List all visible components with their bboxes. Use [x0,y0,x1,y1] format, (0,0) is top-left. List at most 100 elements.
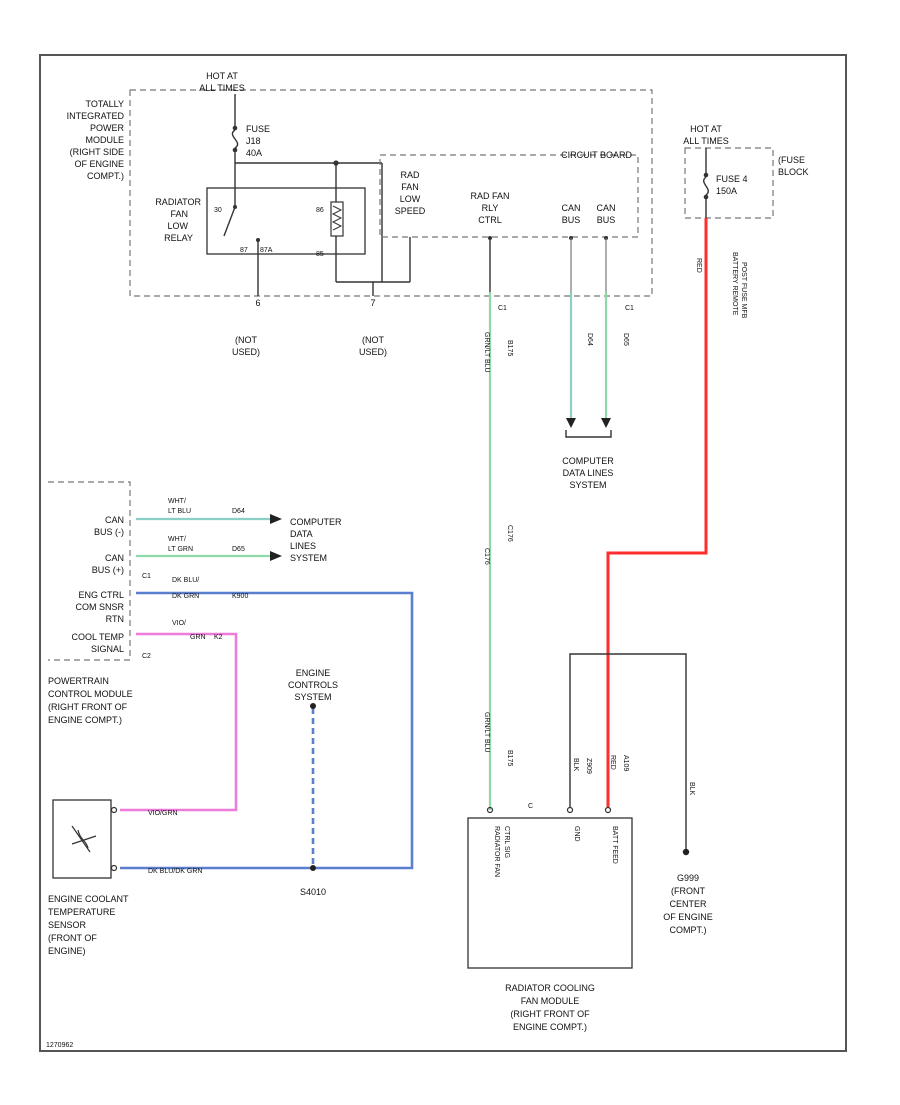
svg-text:CAN: CAN [105,553,124,563]
fuse-4-symbol [703,176,709,196]
svg-text:DK BLU/DK GRN: DK BLU/DK GRN [148,868,202,875]
svg-text:D64: D64 [586,333,593,346]
pcm-can-bus-1: CAN BUS (-) [94,515,124,537]
svg-text:(NOT: (NOT [362,335,384,345]
svg-text:CONTROL MODULE: CONTROL MODULE [48,689,133,699]
engine-controls-label: ENGINE CONTROLS SYSTEM [288,668,338,702]
svg-text:C176: C176 [483,548,490,565]
fuse-block-boundary [684,147,774,219]
svg-text:LOW: LOW [400,194,421,204]
ect-sensor-box [52,799,112,879]
svg-text:C1: C1 [625,305,634,312]
svg-text:POST FUSE MFB: POST FUSE MFB [740,262,747,319]
svg-text:BLK: BLK [688,782,695,796]
svg-text:SYSTEM: SYSTEM [569,480,606,490]
fuse-terminal-bottom [232,147,238,153]
svg-text:ENGINE COOLANT: ENGINE COOLANT [48,894,129,904]
svg-text:RELAY: RELAY [164,233,193,243]
fan-module-label: RADIATOR COOLING FAN MODULE (RIGHT FRONT… [505,983,595,1032]
svg-text:ALL TIMES: ALL TIMES [199,83,245,93]
svg-text:ALL TIMES: ALL TIMES [683,136,729,146]
svg-text:LT BLU: LT BLU [168,508,191,515]
svg-text:CAN: CAN [596,203,615,213]
circuit-board-label: CIRCUIT BOARD [561,150,632,160]
splice-label: S4010 [300,887,326,897]
ground-g999 [682,848,690,856]
svg-text:DK GRN: DK GRN [172,593,199,600]
svg-text:BLOCK: BLOCK [778,167,809,177]
svg-text:C176: C176 [506,525,513,542]
svg-text:VIO/: VIO/ [172,620,186,627]
svg-text:SYSTEM: SYSTEM [290,553,327,563]
svg-text:ENGINE COMPT.): ENGINE COMPT.) [48,715,122,725]
can-arrow-1 [566,418,576,428]
svg-text:USED): USED) [359,347,387,357]
svg-text:CAN: CAN [561,203,580,213]
svg-text:FAN: FAN [170,209,188,219]
svg-text:D64: D64 [232,508,245,515]
pcm-label: POWERTRAIN CONTROL MODULE (RIGHT FRONT O… [48,676,133,725]
svg-text:COOL TEMP: COOL TEMP [71,632,124,642]
svg-text:HOT AT: HOT AT [206,71,238,81]
svg-text:CTRL: CTRL [478,215,502,225]
svg-text:FUSE: FUSE [246,124,270,134]
svg-text:B175: B175 [506,340,513,356]
pcm-boundary [48,481,131,661]
svg-text:TOTALLY: TOTALLY [85,99,124,109]
svg-text:RADIATOR COOLING: RADIATOR COOLING [505,983,595,993]
relay-label: RADIATOR FAN LOW RELAY [155,197,201,243]
svg-text:VIO/GRN: VIO/GRN [148,810,178,817]
svg-text:(NOT: (NOT [235,335,257,345]
svg-text:(FRONT: (FRONT [671,886,705,896]
svg-text:SPEED: SPEED [395,206,426,216]
svg-text:87A: 87A [260,247,273,254]
svg-text:(RIGHT FRONT OF: (RIGHT FRONT OF [510,1009,590,1019]
svg-text:RADIATOR FAN: RADIATOR FAN [493,826,500,877]
svg-text:GRN/LT BLU: GRN/LT BLU [483,332,490,373]
relay-switch-contact [223,206,236,237]
svg-text:MODULE: MODULE [85,135,124,145]
fuse-block-label: (FUSE BLOCK [778,155,809,177]
svg-text:CAN: CAN [105,515,124,525]
svg-text:BUS (+): BUS (+) [92,565,124,575]
radiator-fan-low-relay [206,187,366,255]
footer-code: 1270962 [46,1042,73,1049]
svg-text:K900: K900 [232,593,248,600]
svg-text:LOW: LOW [167,221,188,231]
svg-text:CONTROLS: CONTROLS [288,680,338,690]
svg-text:FAN: FAN [401,182,419,192]
svg-text:OF ENGINE: OF ENGINE [663,912,713,922]
ground-label: G999 (FRONT CENTER OF ENGINE COMPT.) [663,873,713,935]
svg-text:TEMPERATURE: TEMPERATURE [48,907,115,917]
ect-return-wire [120,591,414,870]
svg-text:COMPT.): COMPT.) [87,171,124,181]
svg-text:RED: RED [695,258,702,273]
svg-text:G999: G999 [677,873,699,883]
svg-text:30: 30 [214,207,222,214]
svg-text:CENTER: CENTER [669,899,707,909]
svg-text:COM SNSR: COM SNSR [75,602,124,612]
ect-sensor-label: ENGINE COOLANT TEMPERATURE SENSOR (FRONT… [48,894,129,956]
svg-text:SYSTEM: SYSTEM [294,692,331,702]
pcm-can-arrow-2 [270,551,282,561]
svg-text:87: 87 [240,247,248,254]
pcm-can-bus-2: CAN BUS (+) [92,553,124,575]
pcm-cool-temp-label: COOL TEMP SIGNAL [71,632,124,654]
diagram-border [39,54,847,1052]
svg-text:B175: B175 [506,750,513,766]
svg-text:ENGINE): ENGINE) [48,946,86,956]
battery-remote-label: BATTERY REMOTE [731,252,738,316]
battery-feed-wire [606,218,708,808]
svg-text:150A: 150A [716,186,737,196]
rad-fan-rly-ctrl-label: RAD FAN RLY CTRL [470,191,509,225]
svg-text:(FUSE: (FUSE [778,155,805,165]
svg-text:BUS (-): BUS (-) [94,527,124,537]
can-bus-label-1: CAN BUS [561,203,580,225]
svg-text:COMPUTER: COMPUTER [562,456,614,466]
svg-text:RTN: RTN [106,614,124,624]
svg-text:Z909: Z909 [585,758,592,774]
svg-text:C2: C2 [142,653,151,660]
svg-text:POWER: POWER [90,123,125,133]
pcm-can-arrow-1 [270,514,282,524]
